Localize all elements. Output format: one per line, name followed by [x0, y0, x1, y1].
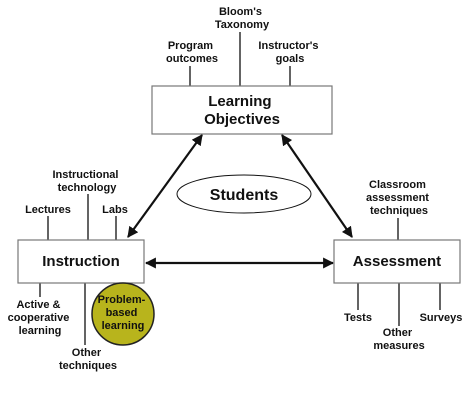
surveys-line-1: Surveys: [420, 312, 463, 324]
instructors-goals-line-2: goals: [276, 53, 305, 65]
problem-based-learning-highlight: [91, 282, 155, 346]
program-outcomes-label: Program outcomes: [166, 40, 218, 65]
assessment-label: Assessment: [353, 253, 441, 270]
instructional-technology-label: Instructional technology: [52, 169, 121, 194]
other-measures-label: Other measures: [373, 327, 424, 352]
other-techniques-label: Other techniques: [59, 347, 117, 372]
learning-objectives-label: Learning Objectives: [204, 93, 280, 128]
classroom-assessment-techniques-label: Classroom assessment techniques: [366, 179, 432, 217]
active-cooperative-learning-line-1: Active &: [16, 299, 60, 311]
active-cooperative-learning-label: Active & cooperative learning: [8, 299, 73, 337]
instructional-technology-line-1: Instructional: [52, 169, 118, 181]
blooms-taxonomy-label: Bloom's Taxonomy: [215, 6, 270, 31]
instructors-goals-line-1: Instructor's: [258, 40, 318, 52]
program-outcomes-line-1: Program: [168, 40, 213, 52]
learning-objectives-line-2: Objectives: [204, 111, 280, 128]
labs-line-1: Labs: [102, 204, 128, 216]
problem-based-learning-label: Problem- based learning: [98, 294, 149, 332]
tests-label: Tests: [344, 312, 372, 324]
arrow-objectives-assessment: [281, 134, 353, 238]
other-techniques-line-2: techniques: [59, 360, 117, 372]
active-cooperative-learning-line-3: learning: [19, 325, 62, 337]
arrow-objectives-instruction: [127, 134, 203, 238]
surveys-label: Surveys: [420, 312, 463, 324]
instruction-box: [17, 239, 145, 284]
students-label: Students: [210, 187, 279, 204]
labs-label: Labs: [102, 204, 128, 216]
lectures-label: Lectures: [25, 204, 71, 216]
blooms-taxonomy-line-2: Taxonomy: [215, 19, 270, 31]
learning-objectives-line-1: Learning: [208, 93, 271, 110]
students-ellipse: [176, 174, 312, 214]
tests-line-1: Tests: [344, 312, 372, 324]
assessment-box: [333, 239, 461, 284]
lectures-line-1: Lectures: [25, 204, 71, 216]
instructors-goals-label: Instructor's goals: [258, 40, 321, 65]
problem-based-learning-line-1: Problem-: [98, 294, 146, 306]
instruction-label: Instruction: [42, 253, 120, 270]
active-cooperative-learning-line-2: cooperative: [8, 312, 70, 324]
problem-based-learning-line-2: based: [106, 307, 138, 319]
classroom-assessment-line-2: assessment: [366, 192, 429, 204]
classroom-assessment-line-1: Classroom: [369, 179, 426, 191]
learning-objectives-box: [151, 85, 333, 135]
blooms-taxonomy-line-1: Bloom's: [219, 6, 262, 18]
program-outcomes-line-2: outcomes: [166, 53, 218, 65]
other-techniques-line-1: Other: [72, 347, 102, 359]
classroom-assessment-line-3: techniques: [370, 205, 428, 217]
problem-based-learning-line-3: learning: [102, 320, 145, 332]
other-measures-line-1: Other: [383, 327, 413, 339]
instructional-technology-line-2: technology: [58, 182, 118, 194]
other-measures-line-2: measures: [373, 340, 424, 352]
